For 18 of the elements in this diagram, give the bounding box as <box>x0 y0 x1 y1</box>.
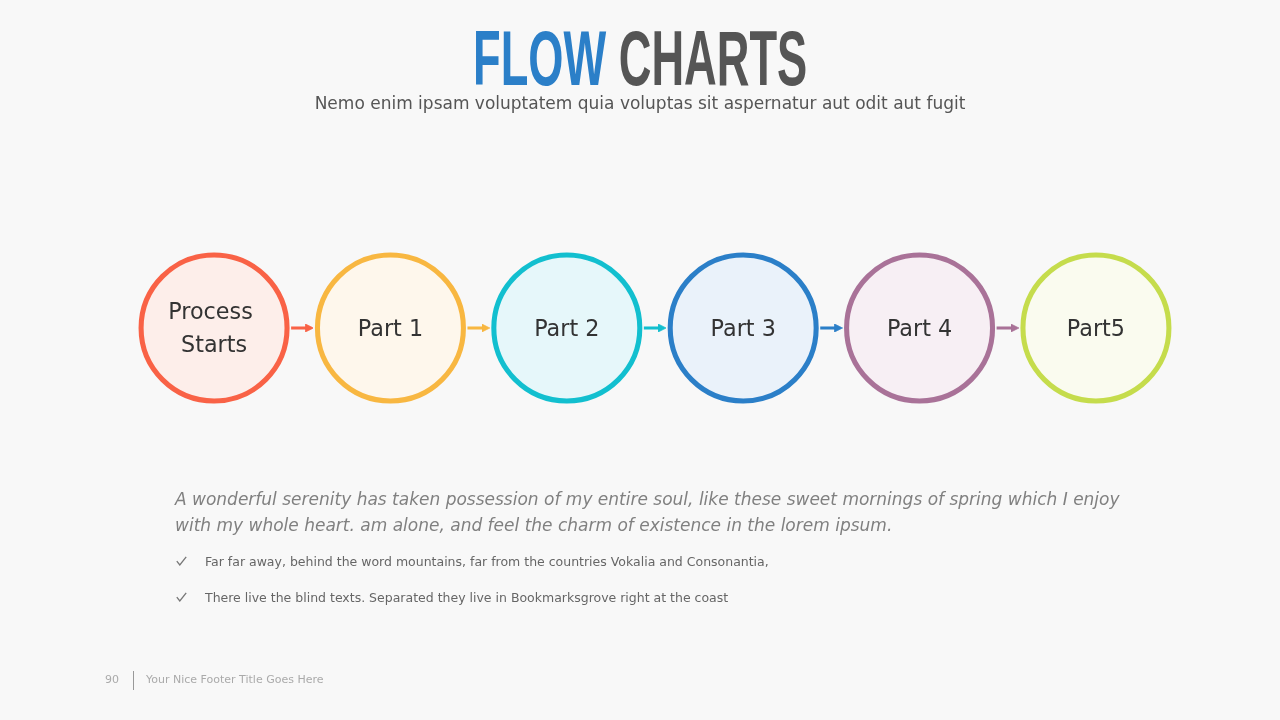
page-number: 90 <box>105 673 119 686</box>
step-circle: Part 4 <box>844 252 996 404</box>
step-circle: Part 3 <box>667 252 819 404</box>
step-circle: Part5 <box>1020 252 1172 404</box>
intro-paragraph: A wonderful serenity has taken possession of my entire soul, like these sweet mornings of spring which I enjoy with my whole heart. am alone, and feel the charm of existence in the lorem ipsum. <box>175 488 1121 537</box>
arrow <box>291 323 314 333</box>
title: FLOW CHARTS <box>472 26 808 90</box>
arrow <box>467 323 491 333</box>
arrow <box>643 323 667 333</box>
arrow <box>996 323 1020 333</box>
step-circle: Part 1 <box>314 252 466 404</box>
bullet-text: Far far away, behind the word mountains, far from the countries Vokalia and Consonantia, <box>205 554 769 569</box>
step-circle: Process Starts <box>138 252 290 404</box>
footer-text: Your Nice Footer Title Goes Here <box>146 673 324 686</box>
bullet-text: There live the blind texts. Separated they live in Bookmarksgrove right at the coast <box>205 590 729 605</box>
arrow <box>820 323 843 333</box>
subtitle: Nemo enim ipsam voluptatem quia voluptas sit aspernatur aut odit aut fugit <box>314 93 966 113</box>
step-circle: Part 2 <box>491 252 643 404</box>
